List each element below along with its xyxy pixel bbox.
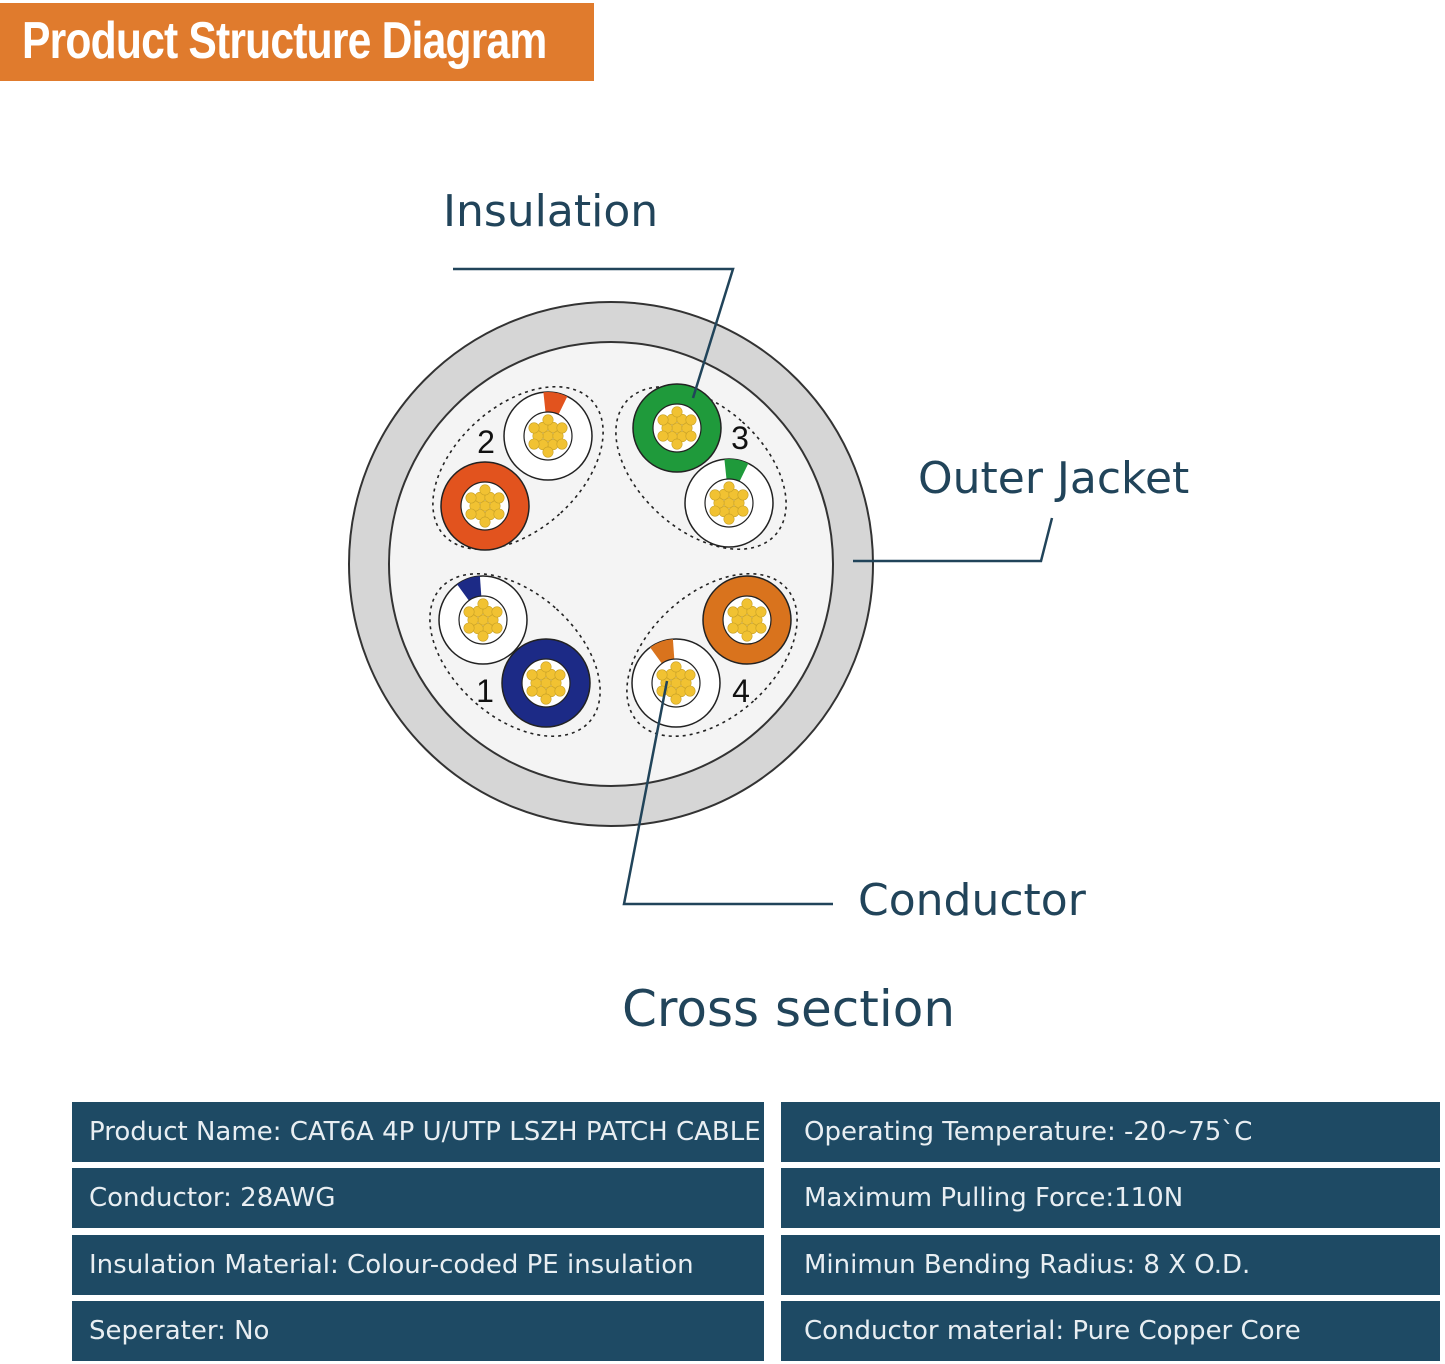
- spec-pulling-force: Maximum Pulling Force:110N: [781, 1168, 1440, 1228]
- insulation-label: Insulation: [443, 186, 659, 237]
- spec-conductor-material: Conductor material: Pure Copper Core: [781, 1301, 1440, 1361]
- wire-pair-4-striped: [631, 638, 721, 728]
- pair-number-4: 4: [732, 673, 750, 709]
- pair-number-3: 3: [731, 420, 749, 456]
- spec-separator: Seperater: No: [72, 1301, 764, 1361]
- wire-pair-1-solid: [501, 638, 591, 728]
- spec-insulation-material: Insulation Material: Colour-coded PE ins…: [72, 1235, 764, 1295]
- wire-pair-3-striped: [684, 458, 774, 548]
- cable-cross-section-diagram: 2 3 1 4: [348, 267, 1054, 906]
- wire-pair-2-solid: [440, 461, 530, 551]
- conductor-leader-line: [622, 680, 833, 906]
- pair-envelope-4: [626, 572, 798, 738]
- cross-section-caption: Cross section: [622, 980, 956, 1038]
- title-banner: Product Structure Diagram: [0, 3, 594, 81]
- pair-envelope-2: [432, 385, 604, 551]
- cable-core: [388, 341, 834, 787]
- outer-jacket-leader-line: [853, 517, 1054, 563]
- outer-jacket-label: Outer Jacket: [918, 453, 1190, 504]
- insulation-leader-line: [453, 267, 735, 399]
- pair-envelope-3: [615, 385, 787, 551]
- pair-envelope-1: [429, 572, 601, 738]
- pair-number-1: 1: [476, 673, 494, 709]
- spec-bending-radius: Minimun Bending Radius: 8 X O.D.: [781, 1235, 1440, 1295]
- wire-pair-1-striped: [438, 575, 528, 665]
- pair-number-2: 2: [477, 424, 495, 460]
- spec-product-name: Product Name: CAT6A 4P U/UTP LSZH PATCH …: [72, 1102, 764, 1162]
- wire-pair-2-striped: [503, 391, 593, 481]
- page-title: Product Structure Diagram: [22, 12, 547, 70]
- spec-operating-temperature: Operating Temperature: -20~75ˋC: [781, 1102, 1440, 1162]
- wire-pair-4-solid: [702, 575, 792, 665]
- conductor-label: Conductor: [858, 875, 1086, 926]
- wire-pair-3-solid: [632, 383, 722, 473]
- spec-conductor: Conductor: 28AWG: [72, 1168, 764, 1228]
